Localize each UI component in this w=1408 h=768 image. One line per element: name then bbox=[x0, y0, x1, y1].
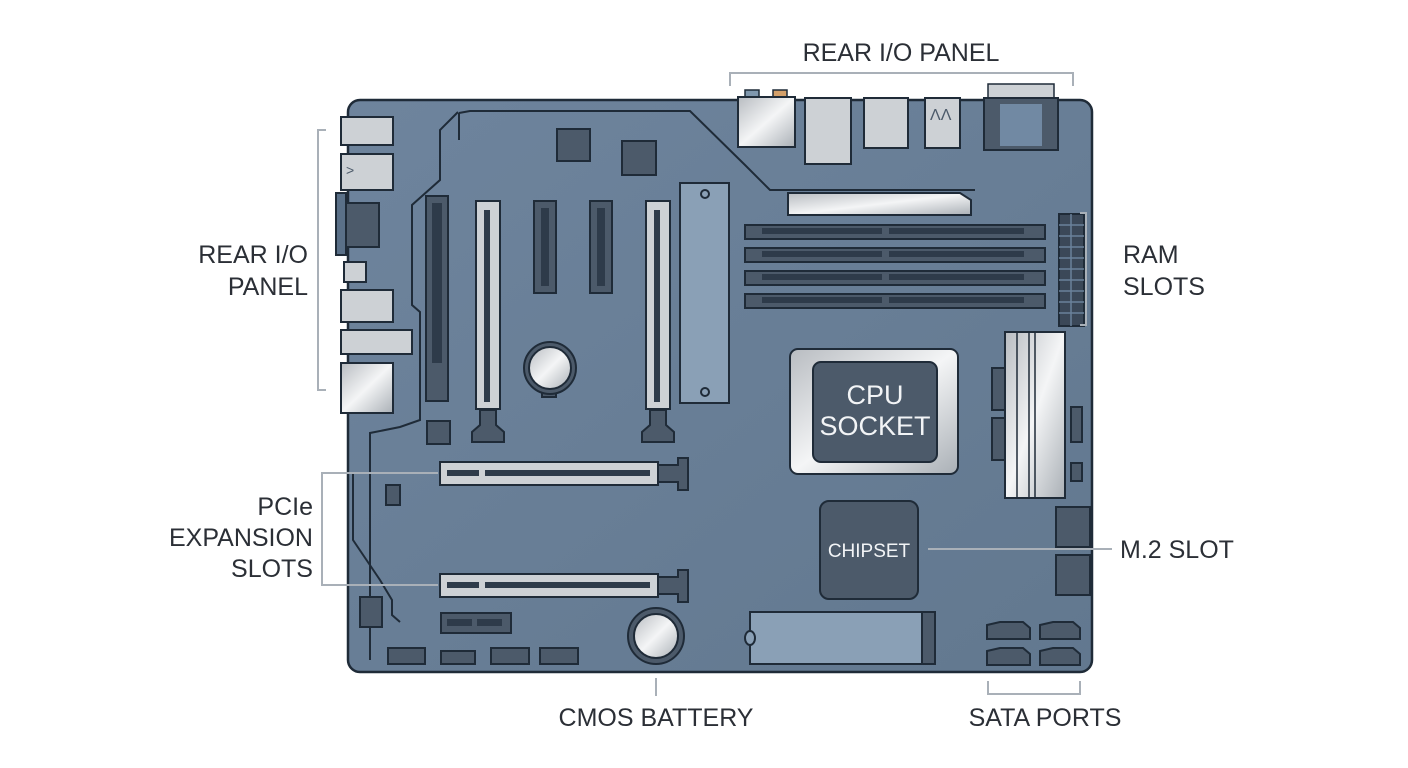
chipset-label: CHIPSET bbox=[828, 541, 911, 562]
label-cmos-battery: CMOS BATTERY bbox=[559, 704, 754, 732]
cpu-label-line-1: CPU bbox=[846, 380, 903, 410]
label-pcie-2: EXPANSION bbox=[169, 524, 313, 552]
label-pcie-3: SLOTS bbox=[231, 555, 313, 583]
label-rear-io-top: REAR I/O PANEL bbox=[803, 39, 1000, 67]
svg-text:>: > bbox=[346, 162, 354, 178]
label-rear-io-left-2: PANEL bbox=[228, 273, 308, 301]
label-ram-1: RAM bbox=[1123, 241, 1179, 269]
cpu-label-line-2: SOCKET bbox=[819, 411, 930, 441]
pcie-horizontal-slots bbox=[439, 457, 689, 603]
heatsink-plate bbox=[679, 182, 730, 404]
chip bbox=[621, 140, 657, 176]
vrm-heatsink-right bbox=[991, 331, 1083, 499]
chip bbox=[556, 128, 591, 162]
m2-slot bbox=[744, 611, 936, 665]
atx-power-connector bbox=[1058, 213, 1085, 327]
left-rear-io-ports: > bbox=[335, 116, 413, 414]
board-trace bbox=[352, 473, 401, 623]
pcie-vertical-slots bbox=[425, 195, 675, 443]
top-rear-io-ports: ΛΛ bbox=[737, 83, 1059, 165]
battery-upper bbox=[523, 341, 577, 398]
cmos-battery bbox=[627, 607, 685, 665]
label-ram-2: SLOTS bbox=[1123, 273, 1205, 301]
svg-text:ΛΛ: ΛΛ bbox=[930, 107, 952, 124]
label-m2-slot: M.2 SLOT bbox=[1120, 536, 1234, 564]
small-connectors bbox=[387, 612, 579, 665]
vrm-heatsink bbox=[787, 192, 972, 216]
leader-lines bbox=[317, 72, 1112, 696]
label-rear-io-left-1: REAR I/O bbox=[198, 241, 308, 269]
board-trace bbox=[458, 110, 975, 191]
board-trace bbox=[369, 111, 460, 660]
ram-slots bbox=[744, 224, 1046, 309]
chipset: CHIPSET bbox=[819, 500, 919, 600]
label-sata-ports: SATA PORTS bbox=[969, 704, 1122, 732]
cpu-socket: CPU SOCKET bbox=[789, 348, 959, 475]
label-pcie-1: PCIe bbox=[257, 493, 313, 521]
sata-ports bbox=[986, 621, 1081, 666]
